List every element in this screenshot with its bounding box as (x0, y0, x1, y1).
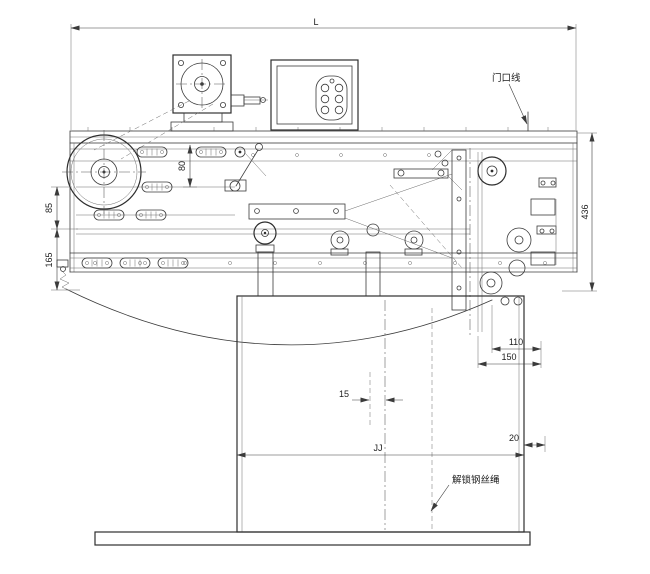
hanger-roller-left (253, 221, 277, 245)
label-unlock-wire-rope: 解锁钢丝绳 (430, 474, 500, 512)
motor-shaft-coupling (230, 94, 245, 107)
unlock-rope-leader (430, 484, 450, 512)
rope-spring (59, 270, 71, 292)
door-coupler-assembly (431, 148, 557, 335)
hanger-plate-left (257, 251, 274, 297)
door-hanger-assembly (248, 173, 453, 297)
door-outline (236, 295, 525, 533)
dimension-110-150: 110 150 (477, 305, 542, 368)
hanger-roller-mid (330, 230, 350, 250)
dimension-15: 15 (339, 389, 403, 403)
dimension-overall-width: L (70, 17, 577, 130)
dim-15-label: 15 (339, 389, 349, 399)
linkage-arm (389, 168, 463, 269)
dim-80-label: 80 (177, 161, 187, 171)
unlock-wire-rope-label: 解锁钢丝绳 (452, 474, 500, 486)
dimension-height-436: 436 (562, 132, 597, 292)
drive-pulley-wheel (62, 130, 146, 214)
machine-frame (69, 127, 578, 273)
floor-sill (94, 531, 531, 546)
hanger-bracket (248, 203, 346, 220)
upper-rail-bolts (251, 153, 431, 157)
belt-clamp-plates (81, 146, 227, 269)
label-door-opening-line: 门口线 (492, 72, 529, 132)
dimension-door-width-jj: JJ (236, 443, 525, 458)
motor-base (170, 121, 234, 132)
dim-jj-label: JJ (374, 443, 383, 453)
dimension-20: 20 (509, 433, 546, 452)
drive-motor (93, 54, 268, 160)
door-panel (236, 295, 525, 533)
coupler-pulley-bottom (479, 271, 503, 295)
lock-block-upper (530, 198, 556, 216)
dimension-inner-80: 80 (177, 144, 197, 188)
lever-assembly (224, 143, 267, 192)
dimension-left-85-165: 85 165 (44, 186, 80, 291)
motor-bracket (183, 112, 223, 123)
controller-box (270, 59, 359, 131)
dim-l-label: L (313, 17, 318, 27)
coupler-plate (451, 149, 467, 311)
hanger-plate-right (365, 251, 381, 297)
door-opening-line-label: 门口线 (492, 72, 521, 84)
dim-165-label: 165 (44, 252, 54, 267)
drive-belt-line (93, 100, 190, 151)
lock-block-lower (530, 251, 556, 266)
dim-110-label: 110 (509, 337, 523, 347)
rope-curve (65, 288, 493, 346)
coupler-pulley-top (477, 156, 507, 186)
hanger-roller-right (404, 230, 424, 250)
connector-plate (315, 75, 348, 121)
door-line-leader (508, 83, 528, 125)
dim-85-label: 85 (44, 203, 54, 213)
coupler-pulley-mid (506, 227, 532, 253)
dim-20-label: 20 (509, 433, 519, 443)
dim-150-label: 150 (501, 352, 516, 362)
unlock-wire-rope (56, 259, 493, 346)
dim-436-label: 436 (580, 204, 590, 219)
